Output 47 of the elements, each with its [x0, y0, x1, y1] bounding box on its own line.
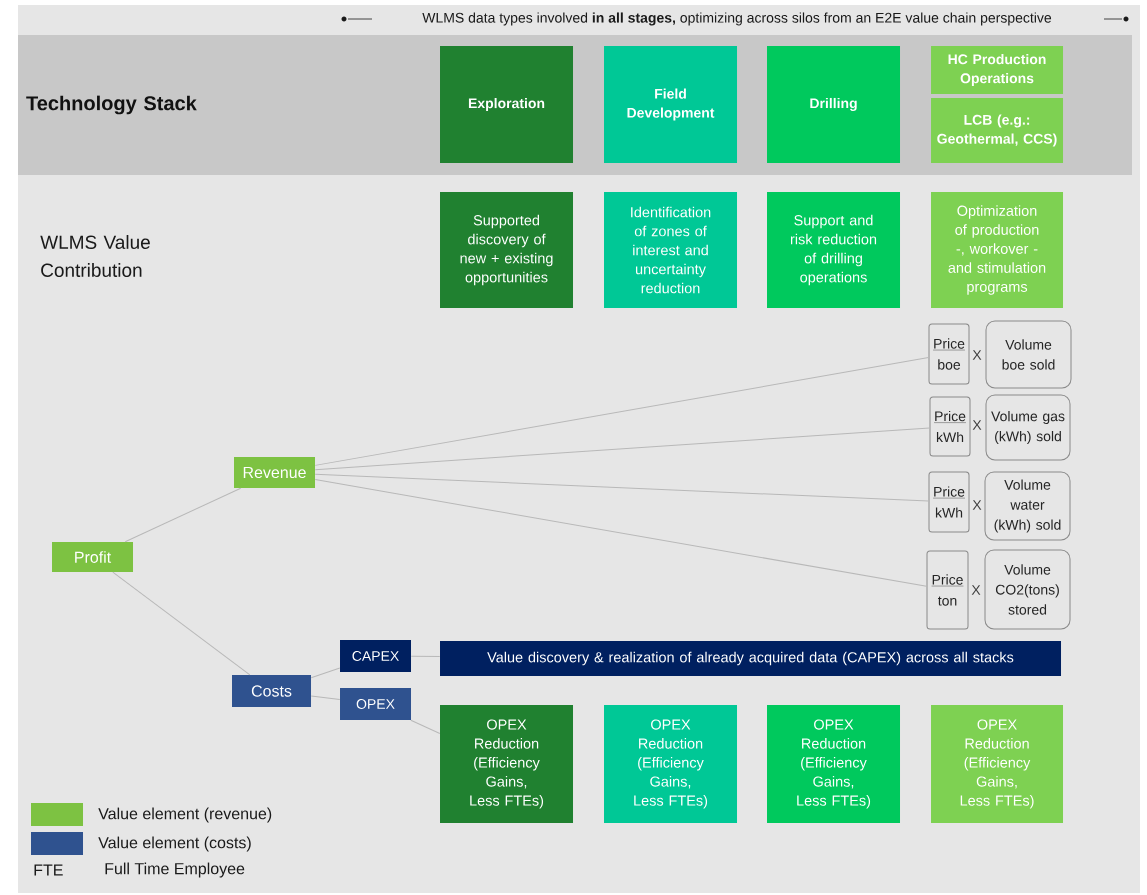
stage-box: Exploration [440, 46, 573, 163]
contribution-box: OPEX Reduction (Efficiency Gains, Less FTEs) [767, 705, 900, 823]
connector-line [314, 479, 927, 587]
volume-box: Volume water (kWh) sold [984, 471, 1071, 541]
stage-box: LCB (e.g.: Geothermal, CCS) [931, 98, 1063, 163]
value-box: Revenue [234, 457, 315, 488]
connector-line [314, 473, 929, 502]
connector-line [314, 357, 929, 466]
connector-line [112, 571, 251, 676]
multiply-sign: X [972, 350, 982, 360]
multiply-sign: X [972, 500, 982, 510]
stage-box: Field Development [604, 46, 737, 163]
legend-text: Full Time Employee [105, 862, 245, 878]
value-box: OPEX [340, 688, 411, 720]
contribution-box: Optimization of production -, workover - and stimulation programs [931, 192, 1063, 308]
volume-box: Volume boe sold [985, 320, 1072, 389]
section-heading: WLMS Value Contribution [40, 235, 150, 277]
abbreviation: FTE [34, 864, 63, 876]
multiply-sign: X [972, 420, 982, 430]
connector-line [310, 667, 341, 679]
value-box: Profit [52, 542, 133, 572]
contribution-box: Supported discovery of new + existing opportunities [440, 192, 573, 308]
fraction-box: Price kWh [928, 471, 970, 533]
legend-text: Value element (costs) [98, 836, 251, 852]
contribution-box: OPEX Reduction (Efficiency Gains, Less FTEs) [604, 705, 737, 823]
volume-box: Volume CO2(tons) stored [984, 549, 1071, 630]
connector-line [124, 487, 242, 543]
value-box: Costs [232, 675, 311, 707]
contribution-box: OPEX Reduction (Efficiency Gains, Less FTEs) [440, 705, 573, 823]
contribution-box: Support and risk reduction of drilling operations [767, 192, 900, 308]
contribution-box: OPEX Reduction (Efficiency Gains, Less FTEs) [931, 705, 1063, 823]
volume-box: Volume gas (kWh) sold [985, 394, 1071, 461]
value-box: CAPEX [340, 640, 411, 672]
legend-text: Value element (revenue) [98, 807, 272, 823]
stage-box: Drilling [767, 46, 900, 163]
contribution-box: Identification of zones of interest and uncertainty reduction [604, 192, 737, 308]
fraction-box: Price boe [928, 323, 970, 385]
header-note: WLMS data types involved in all stages, optimizing across silos from an E2E value chain perspective [422, 12, 1052, 26]
stage-box: HC Production Operations [931, 46, 1063, 94]
fraction-box: Price ton [926, 550, 969, 630]
connector-line [410, 655, 441, 657]
multiply-sign: X [971, 585, 981, 595]
connector-line [310, 695, 341, 701]
connector-line [410, 719, 441, 734]
fraction-box: Price kWh [929, 396, 971, 457]
capex-bar: Value discovery & realization of already acquired data (CAPEX) across all stacks [440, 641, 1061, 676]
connector-line [314, 427, 930, 471]
